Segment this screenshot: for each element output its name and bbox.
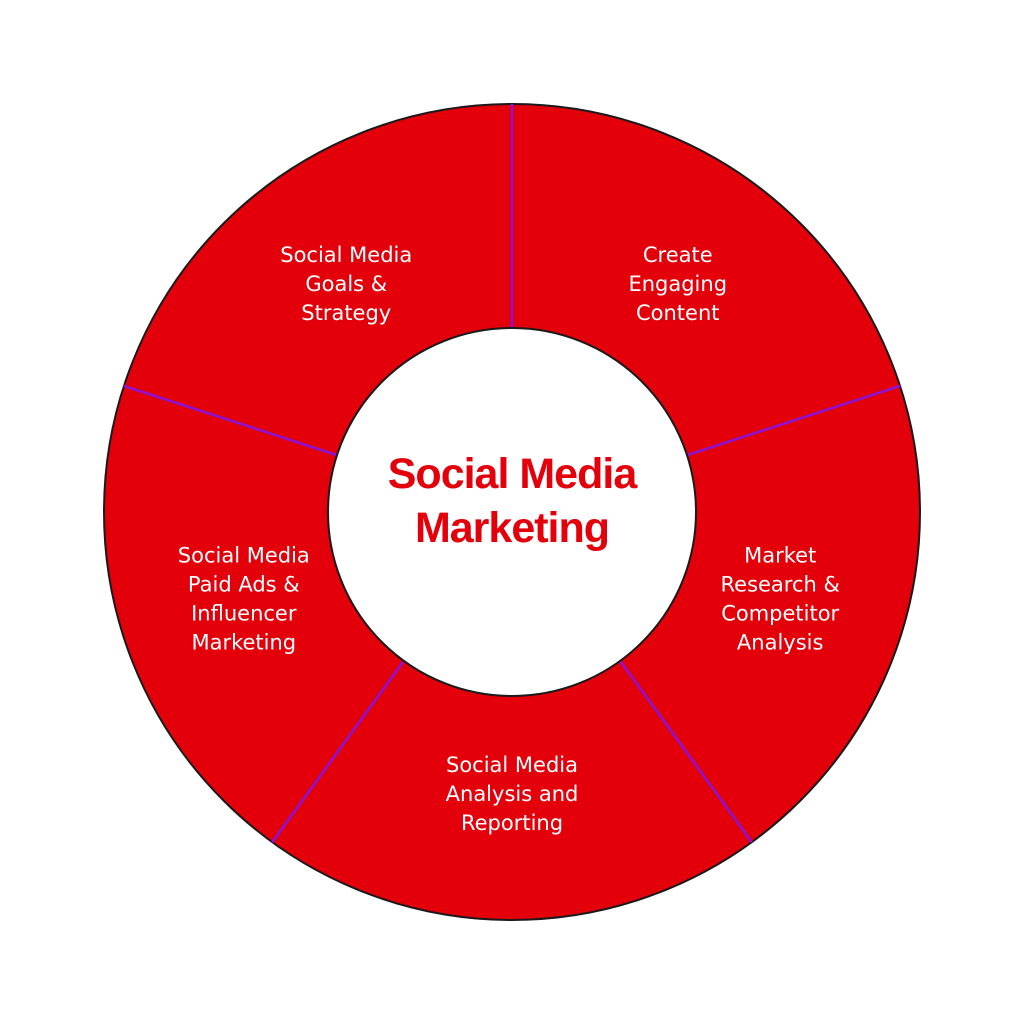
segment-label-line: Market	[744, 544, 816, 568]
segment-label-line: Marketing	[191, 631, 296, 655]
segment-label-line: Reporting	[461, 811, 563, 835]
center-title-line: Social Media	[388, 450, 639, 498]
divider-layer	[123, 104, 901, 843]
segment-divider	[686, 384, 901, 457]
segment-label-line: Engaging	[628, 272, 727, 296]
center-title-line: Marketing	[415, 504, 609, 552]
segment-label-line: Create	[643, 243, 713, 267]
segment-label-line: Paid Ads &	[188, 573, 300, 597]
segment-label-line: Social Media	[446, 753, 578, 777]
segment-divider	[271, 660, 405, 843]
segment-divider	[123, 384, 338, 457]
segment-label-line: Research &	[721, 573, 840, 597]
segment-label-line: Social Media	[280, 243, 412, 267]
segment-label-line: Influencer	[191, 602, 297, 626]
segment-label-line: Competitor	[721, 602, 839, 626]
segment-label-line: Analysis and	[446, 782, 579, 806]
segment-label-line: Strategy	[301, 301, 391, 325]
segment-label-line: Social Media	[178, 544, 310, 568]
segment-label-line: Analysis	[737, 631, 824, 655]
segment-divider	[619, 660, 753, 843]
segment-label-line: Content	[636, 301, 720, 325]
center-hub	[327, 327, 697, 697]
segment-label-line: Goals &	[305, 272, 387, 296]
